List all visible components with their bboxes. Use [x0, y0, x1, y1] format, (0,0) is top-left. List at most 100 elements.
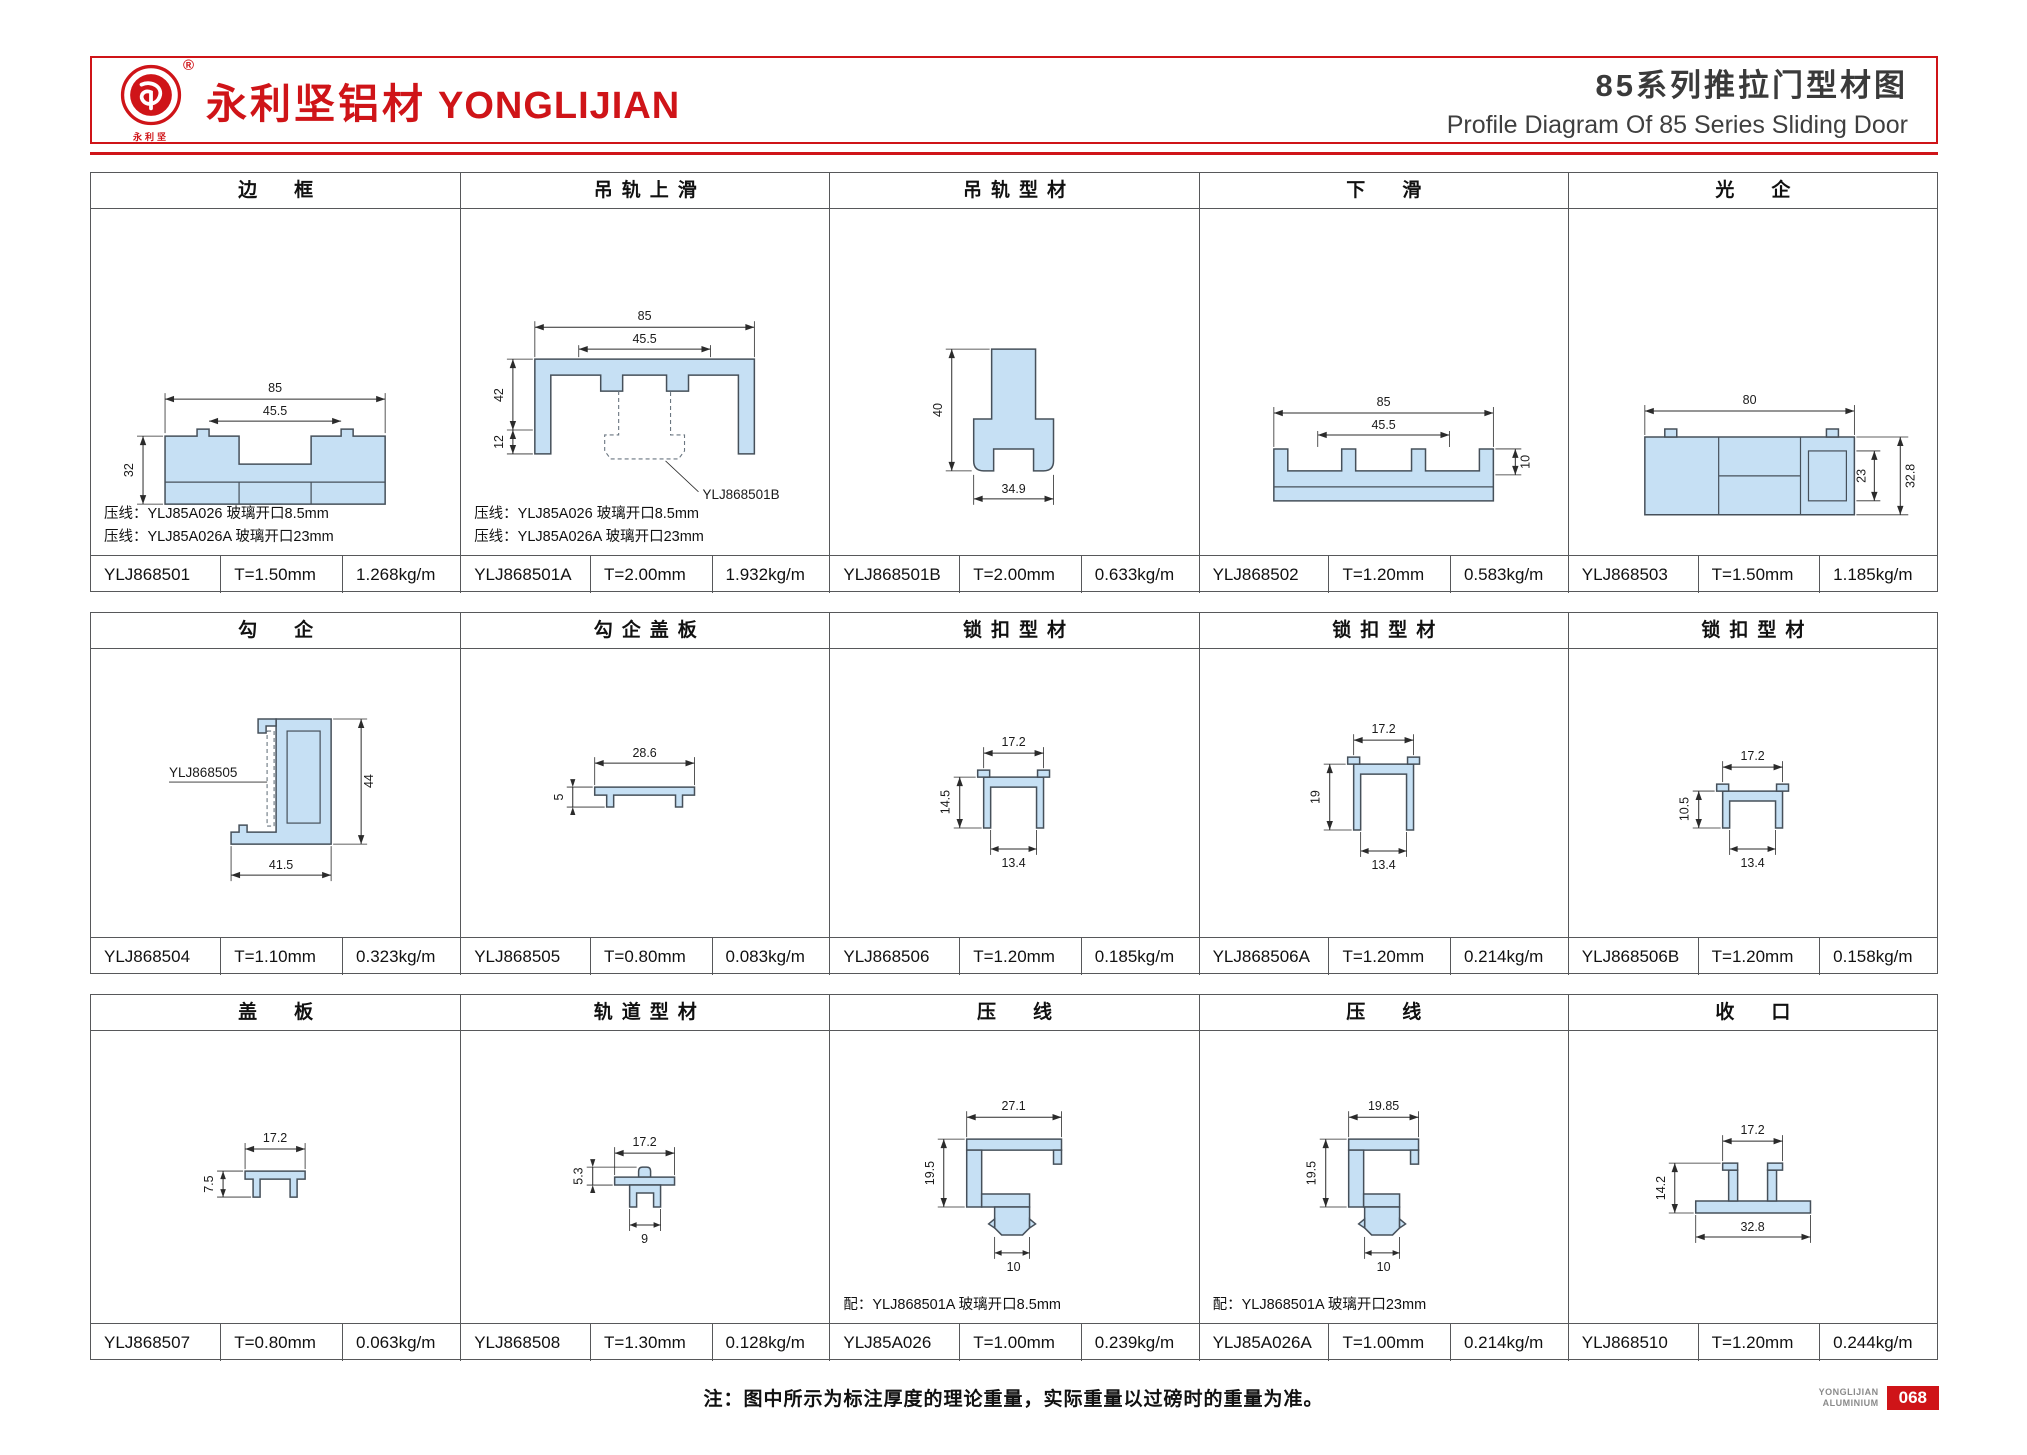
- unit-weight: 0.083kg/m: [711, 938, 830, 976]
- cell-notes: 配：YLJ868501A 玻璃开口8.5mm: [843, 1296, 1061, 1313]
- cell-body: 17.2 14.5 13.4: [830, 649, 1198, 937]
- dim-label: 41.5: [269, 858, 293, 872]
- cell-title: 收 口: [1568, 995, 1937, 1031]
- dim-label: 85: [268, 381, 282, 395]
- cell-body: 17.2 14.2 32.8: [1569, 1031, 1937, 1323]
- dim-label: 34.9: [1002, 482, 1026, 496]
- footnote: 注：图中所示为标注厚度的理论重量，实际重量以过磅时的重量为准。: [703, 1389, 1324, 1410]
- profile-table-row-2: 勾 企 YLJ868505 44: [90, 612, 1938, 976]
- dimension: 10: [1494, 448, 1532, 476]
- page-title-en: Profile Diagram Of 85 Series Sliding Doo…: [1446, 111, 1908, 139]
- dim-label: 17.2: [1002, 735, 1026, 749]
- dimension: 85: [1273, 395, 1494, 447]
- thickness: T=1.20mm: [1697, 1324, 1820, 1362]
- thickness: T=1.50mm: [1697, 556, 1820, 594]
- unit-weight: 0.063kg/m: [342, 1324, 460, 1362]
- thickness: T=1.20mm: [1328, 938, 1450, 976]
- profile-cell: 压 线 19.85: [1198, 995, 1568, 1362]
- model-code: YLJ868502: [1212, 564, 1299, 584]
- dim-label: 13.4: [1740, 856, 1764, 870]
- dim-label: 44: [362, 774, 376, 788]
- dim-label: 32.8: [1903, 464, 1917, 488]
- profile-diagram: 17.2 14.5 13.4: [939, 735, 1051, 870]
- dimension: 27.1: [966, 1099, 1063, 1138]
- profile-table-row-3: 盖 板 17.2 7.5: [90, 994, 1938, 1362]
- dim-label: 9: [641, 1232, 648, 1246]
- unit-weight: 0.633kg/m: [1080, 556, 1199, 594]
- dimension: 7.5: [202, 1170, 252, 1198]
- dimension: 10.5: [1678, 790, 1721, 829]
- thickness: T=2.00mm: [590, 556, 712, 594]
- dim-label: 23: [1854, 469, 1868, 483]
- dimension: 45.5: [209, 404, 342, 425]
- unit-weight: 0.239kg/m: [1080, 1324, 1199, 1362]
- profile-diagram: 27.1 19.5 10: [923, 1099, 1063, 1274]
- page-titles: 85系列推拉门型材图 Profile Diagram Of 85 Series …: [1447, 60, 1908, 140]
- dimension: 80: [1644, 393, 1855, 435]
- profile-cell: 锁扣型材 17.2 10.5: [1567, 613, 1937, 976]
- thickness: T=1.50mm: [220, 556, 342, 594]
- cell-notes: 压线：YLJ85A026 玻璃开口8.5mm 压线：YLJ85A026A 玻璃开…: [474, 506, 704, 545]
- cell-footer: YLJ85A026 T=1.00mm 0.239kg/m: [830, 1323, 1199, 1362]
- dim-label: 7.5: [202, 1175, 216, 1192]
- dimension: 44: [333, 718, 376, 845]
- model-code: YLJ85A026A: [1212, 1332, 1312, 1352]
- unit-weight: 1.268kg/m: [342, 556, 460, 594]
- dimension: 17.2: [614, 1135, 676, 1176]
- profile-diagram: 17.2 5.3 9: [572, 1135, 676, 1246]
- cell-footer: YLJ868503 T=1.50mm 1.185kg/m: [1568, 555, 1937, 594]
- profile-shape: [638, 1166, 652, 1178]
- cell-title: 锁扣型材: [1199, 613, 1568, 649]
- dimension: 14.2: [1654, 1162, 1721, 1214]
- unit-weight: 0.185kg/m: [1080, 938, 1199, 976]
- profile-diagram: 17.2 10.5 13.4: [1678, 749, 1790, 870]
- dim-label: 17.2: [633, 1135, 657, 1149]
- dimension: 17.2: [244, 1131, 306, 1170]
- dim-label: 32.8: [1740, 1220, 1764, 1234]
- header-rule: [90, 152, 1938, 155]
- dimension: 5: [552, 779, 605, 816]
- cell-title: 轨道型材: [461, 995, 830, 1031]
- cell-notes: 压线：YLJ85A026 玻璃开口8.5mm 压线：YLJ85A026A 玻璃开…: [104, 506, 334, 545]
- dimension: 32.8: [1856, 436, 1917, 516]
- unit-weight: 0.214kg/m: [1449, 1324, 1568, 1362]
- dimension: 19.85: [1347, 1099, 1419, 1138]
- profile-cell: 光 企 80: [1567, 173, 1937, 594]
- dim-label: 5.3: [572, 1167, 586, 1184]
- cell-footer: YLJ868506 T=1.20mm 0.185kg/m: [830, 937, 1199, 976]
- profile-shape: [244, 1170, 306, 1198]
- profile-shape: [966, 1138, 1063, 1151]
- cell-body: 17.2 7.5: [91, 1031, 460, 1323]
- profile-cell: 勾企盖板 28.6 5: [460, 613, 830, 976]
- cell-footer: YLJ868505 T=0.80mm 0.083kg/m: [461, 937, 830, 976]
- dim-label: 17.2: [1740, 749, 1764, 763]
- cell-title: 吊轨上滑: [461, 173, 830, 209]
- thickness: T=1.20mm: [1697, 938, 1820, 976]
- profile-cell: 轨道型材 17.2 5.3: [460, 995, 830, 1362]
- cell-title: 吊轨型材: [830, 173, 1199, 209]
- unit-weight: 1.185kg/m: [1819, 556, 1937, 594]
- unit-weight: 1.932kg/m: [711, 556, 830, 594]
- profile-cell: 锁扣型材 17.2 19: [1198, 613, 1568, 976]
- profile-diagram: 80 23 32.8: [1643, 393, 1917, 516]
- dimension: 34.9: [973, 474, 1055, 505]
- profile-cell: 边 框 85 45.5: [91, 173, 461, 594]
- part-label: YLJ868505: [169, 765, 237, 780]
- cell-title: 勾 企: [91, 613, 461, 649]
- thickness: T=2.00mm: [959, 556, 1081, 594]
- unit-weight: 0.244kg/m: [1819, 1324, 1937, 1362]
- cell-footer: YLJ868506B T=1.20mm 0.158kg/m: [1568, 937, 1937, 976]
- part-label: YLJ868501B: [703, 487, 780, 502]
- dim-label: 19.5: [923, 1161, 937, 1185]
- dimension: 13.4: [990, 829, 1038, 870]
- brand-logo: ® 永利坚: [112, 57, 194, 142]
- profile-cell: 盖 板 17.2 7.5: [91, 995, 461, 1362]
- dimension: 45.5: [578, 332, 712, 358]
- model-code: YLJ868510: [1581, 1332, 1668, 1352]
- model-code: YLJ868503: [1581, 564, 1668, 584]
- dimension: 13.4: [1359, 831, 1407, 872]
- unit-weight: 0.214kg/m: [1449, 938, 1568, 976]
- profile-diagram: 19.85 19.5 10: [1304, 1099, 1419, 1274]
